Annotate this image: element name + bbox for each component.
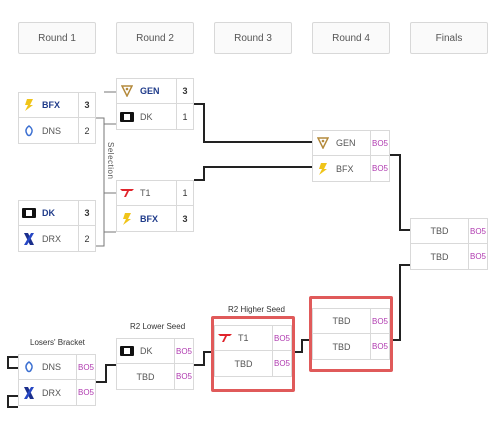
team-row[interactable]: TBD BO5 — [410, 244, 488, 270]
team-row[interactable]: TBD BO5 — [410, 218, 488, 244]
selection-label: Selection — [106, 142, 115, 180]
highlight-frame-lb-r4 — [309, 296, 393, 372]
team-row[interactable]: GEN BO5 — [312, 130, 390, 156]
t1-logo-icon — [215, 326, 235, 350]
bfx-logo-icon — [19, 93, 39, 117]
team-row[interactable]: DNS BO5 — [18, 354, 96, 380]
dk-logo-icon — [117, 104, 137, 129]
team-name: DNS — [42, 125, 62, 136]
team-row[interactable]: TBD BO5 — [214, 351, 292, 377]
team-name: BFX — [42, 100, 60, 110]
best-of-badge: BO5 — [76, 380, 95, 405]
bfx-logo-icon — [313, 156, 333, 181]
team-row[interactable]: DK 1 — [116, 104, 194, 130]
team-name: TBD — [332, 341, 351, 352]
round-header-1: Round 1 — [18, 22, 96, 54]
best-of-badge: BO5 — [370, 131, 389, 155]
team-row[interactable]: TBD BO5 — [312, 308, 390, 334]
match-lb-r2[interactable]: DK BO5 TBD BO5 — [116, 338, 194, 390]
team-row[interactable]: TBD BO5 — [312, 334, 390, 360]
best-of-badge: BO5 — [370, 309, 389, 333]
t1-logo-icon — [117, 181, 137, 205]
best-of-badge: BO5 — [468, 244, 487, 269]
best-of-badge: BO5 — [370, 156, 389, 181]
team-name: DK — [140, 346, 153, 356]
best-of-badge: BO5 — [174, 339, 193, 363]
round-header-3: Round 3 — [214, 22, 292, 54]
dns-logo-icon — [19, 355, 39, 379]
team-row[interactable]: GEN 3 — [116, 78, 194, 104]
best-of-badge: BO5 — [468, 219, 487, 243]
team-row[interactable]: DK 3 — [18, 200, 96, 226]
team-score: 3 — [176, 206, 193, 231]
team-name: DK — [42, 208, 55, 218]
gen-logo-icon — [313, 131, 333, 155]
match-r1-upper[interactable]: BFX 3 DNS 2 — [18, 92, 96, 144]
match-r2-upper[interactable]: GEN 3 DK 1 — [116, 78, 194, 130]
team-score: 3 — [78, 201, 95, 225]
round-header-2: Round 2 — [116, 22, 194, 54]
round-header-finals: Finals — [410, 22, 488, 54]
team-row[interactable]: T1 BO5 — [214, 325, 292, 351]
best-of-badge: BO5 — [76, 355, 95, 379]
team-name: TBD — [234, 358, 253, 369]
team-name: DRX — [42, 233, 62, 244]
match-r2-lower[interactable]: T1 1 BFX 3 — [116, 180, 194, 232]
team-name: TBD — [430, 226, 449, 236]
team-row[interactable]: BFX 3 — [18, 92, 96, 118]
gen-logo-icon — [117, 79, 137, 103]
team-row[interactable]: BFX 3 — [116, 206, 194, 232]
team-name: DRX — [42, 387, 62, 398]
team-row[interactable]: DNS 2 — [18, 118, 96, 144]
highlight-frame-lb-r3 — [211, 316, 295, 392]
team-score: 3 — [176, 79, 193, 103]
team-name: GEN — [140, 86, 160, 96]
losers-bracket-label: Losers' Bracket — [30, 338, 85, 347]
team-score: 1 — [176, 181, 193, 205]
match-r1-lower[interactable]: DK 3 DRX 2 — [18, 200, 96, 252]
team-row[interactable]: DK BO5 — [116, 338, 194, 364]
team-row[interactable]: DRX BO5 — [18, 380, 96, 406]
dk-logo-icon — [117, 339, 137, 363]
team-name: TBD — [332, 316, 351, 326]
team-name: DNS — [42, 362, 62, 372]
team-row[interactable]: TBD BO5 — [116, 364, 194, 390]
team-name: T1 — [140, 188, 151, 198]
team-name: DK — [140, 111, 153, 122]
team-name: GEN — [336, 138, 356, 148]
team-row[interactable]: DRX 2 — [18, 226, 96, 252]
match-lb-r4[interactable]: TBD BO5 TBD BO5 — [312, 308, 390, 360]
team-name: TBD — [430, 251, 449, 262]
team-score: 3 — [78, 93, 95, 117]
match-finals[interactable]: TBD BO5 TBD BO5 — [410, 218, 488, 270]
team-score: 1 — [176, 104, 193, 129]
dns-logo-icon — [19, 118, 39, 143]
team-name: TBD — [136, 371, 155, 382]
team-name: BFX — [140, 213, 158, 224]
drx-logo-icon — [19, 226, 39, 251]
match-lb-r1[interactable]: DNS BO5 DRX BO5 — [18, 354, 96, 406]
best-of-badge: BO5 — [174, 364, 193, 389]
r2-higher-seed-label: R2 Higher Seed — [228, 305, 285, 314]
team-name: T1 — [238, 333, 249, 343]
bfx-logo-icon — [117, 206, 137, 231]
team-score: 2 — [78, 118, 95, 143]
team-row[interactable]: T1 1 — [116, 180, 194, 206]
drx-logo-icon — [19, 380, 39, 405]
dk-logo-icon — [19, 201, 39, 225]
round-header-4: Round 4 — [312, 22, 390, 54]
team-name: BFX — [336, 163, 354, 174]
best-of-badge: BO5 — [272, 326, 291, 350]
r2-lower-seed-label: R2 Lower Seed — [130, 322, 186, 331]
team-row[interactable]: BFX BO5 — [312, 156, 390, 182]
team-score: 2 — [78, 226, 95, 251]
best-of-badge: BO5 — [272, 351, 291, 376]
match-lb-r3[interactable]: T1 BO5 TBD BO5 — [214, 325, 292, 377]
best-of-badge: BO5 — [370, 334, 389, 359]
match-r4-upper[interactable]: GEN BO5 BFX BO5 — [312, 130, 390, 182]
